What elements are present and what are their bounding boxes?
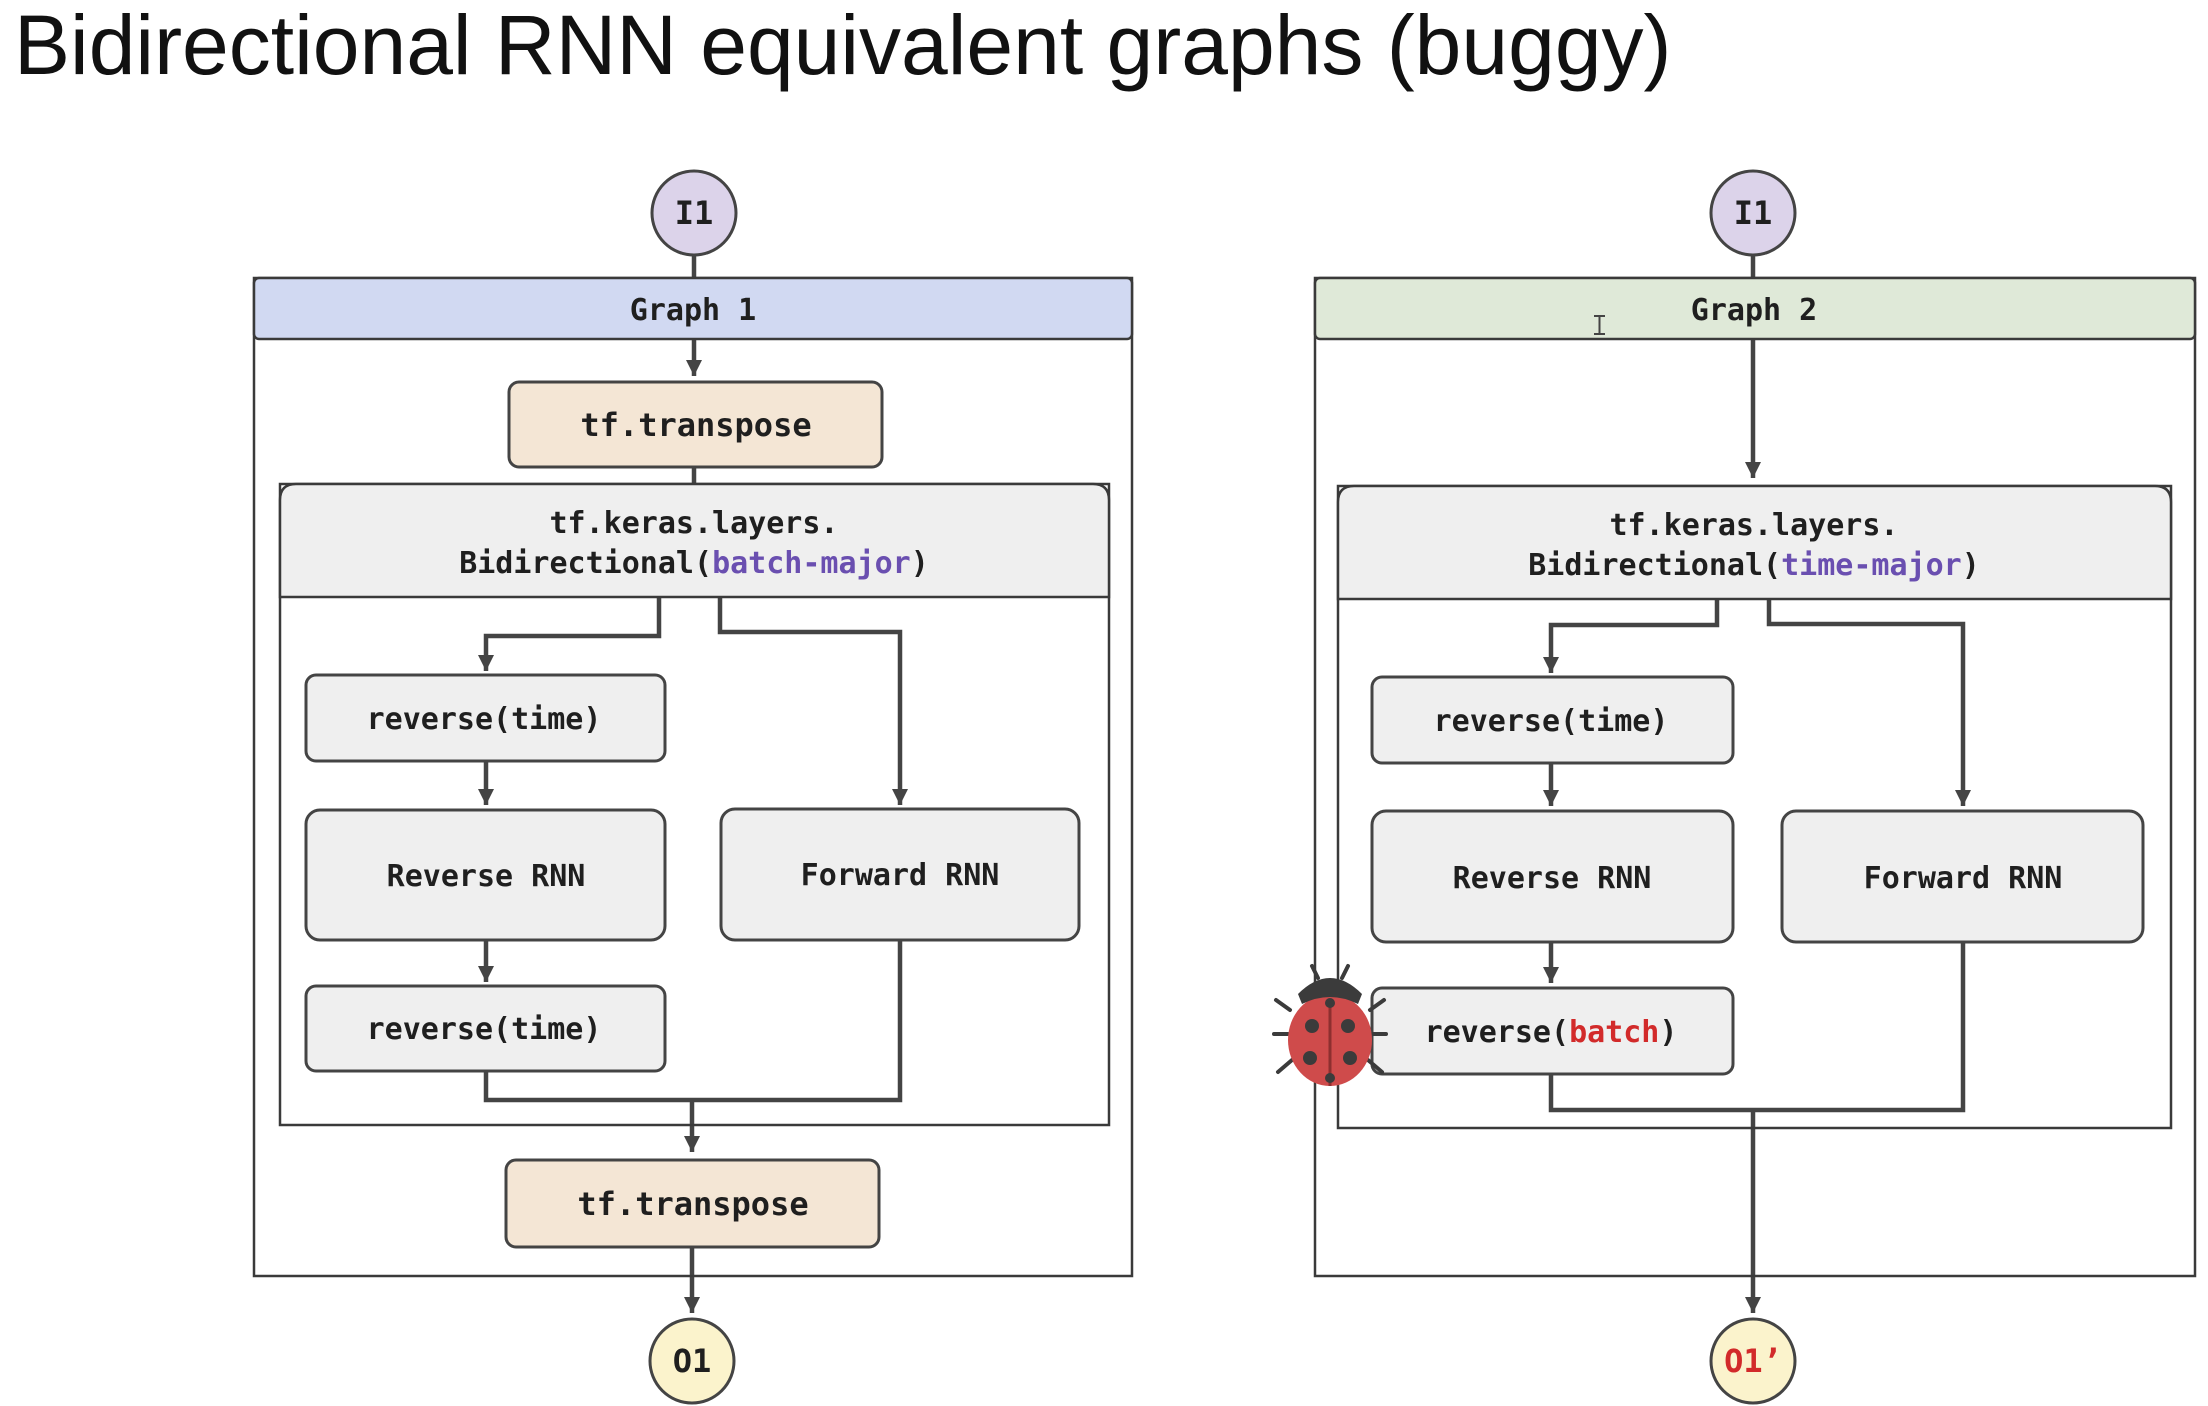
graph2-output-node [1709,1317,1797,1405]
graph1-header [252,276,1134,341]
graph1-reverse-time-bottom [304,984,667,1073]
graph2-bidir-line2: Bidirectional(time-major) [1528,548,1980,583]
graph-2: Graph 2 I1 tf.keras.layers. Bidirectiona… [1272,169,2197,1405]
edge-bidir-to-reverse-time [1542,599,1720,673]
graph-1: Graph 1 I1 tf.transpose tf.keras.layers.… [252,169,1134,1405]
graph1-transpose-bottom-label: tf.transpose [577,1185,808,1223]
graph2-input-node [1709,169,1797,257]
graph1-output-label: O1 [673,1342,712,1380]
graph1-transpose-top-label: tf.transpose [580,406,811,444]
graph2-reverse-time-label: reverse(time) [1434,704,1669,739]
text-cursor-icon [1594,315,1605,335]
graph1-forward-rnn [719,807,1081,942]
graph1-bidir-line2: Bidirectional(batch-major) [459,546,929,581]
graph2-bidir-line1: tf.keras.layers. [1610,508,1899,543]
graph1-transpose-bottom [504,1158,881,1249]
edge-bidir-to-forward-rnn [1766,599,1972,806]
graph2-header [1313,276,2197,341]
graph2-reverse-batch-mode: batch [1569,1015,1659,1050]
ladybug-icon [1272,964,1388,1086]
edge-bidir-to-reverse-time [477,597,662,671]
graph2-header-label: Graph 2 [1691,293,1817,328]
graph1-input-node [650,169,738,257]
graph2-reverse-rnn [1370,809,1735,944]
graph1-bidir-line1: tf.keras.layers. [550,506,839,541]
graph1-reverse-time-top [304,673,667,763]
graph2-reverse-batch-label: reverse(batch) [1425,1015,1678,1050]
graph1-bidir-mode: batch-major [712,546,911,581]
graph1-reverse-rnn [304,808,667,942]
graph1-input-label: I1 [675,194,714,232]
graph1-reverse-rnn-label: Reverse RNN [387,859,586,894]
graph2-output-label: O1’ [1724,1342,1782,1380]
graph2-input-label: I1 [1734,194,1773,232]
graph1-bidirectional-header [278,482,1111,599]
graph1-forward-rnn-label: Forward RNN [801,858,1000,893]
slide-title: Bidirectional RNN equivalent graphs (bug… [14,0,1672,92]
graph2-bidir-mode: time-major [1781,548,1962,583]
graph2-reverse-batch [1370,986,1735,1076]
graph1-reverse-time-bottom-label: reverse(time) [367,1012,602,1047]
graph2-reverse-rnn-label: Reverse RNN [1453,861,1652,896]
graph1-reverse-time-top-label: reverse(time) [367,702,602,737]
graph2-forward-rnn [1780,809,2145,944]
graph1-transpose-top [507,380,884,469]
graph1-output-node [648,1317,736,1405]
graph1-header-label: Graph 1 [630,293,756,328]
edge-bidir-to-forward-rnn [717,597,909,805]
graph2-bidirectional-header [1336,484,2173,601]
graph2-reverse-time [1370,675,1735,765]
edge-merge-graph2 [1548,942,1966,1113]
graph2-forward-rnn-label: Forward RNN [1864,861,2063,896]
